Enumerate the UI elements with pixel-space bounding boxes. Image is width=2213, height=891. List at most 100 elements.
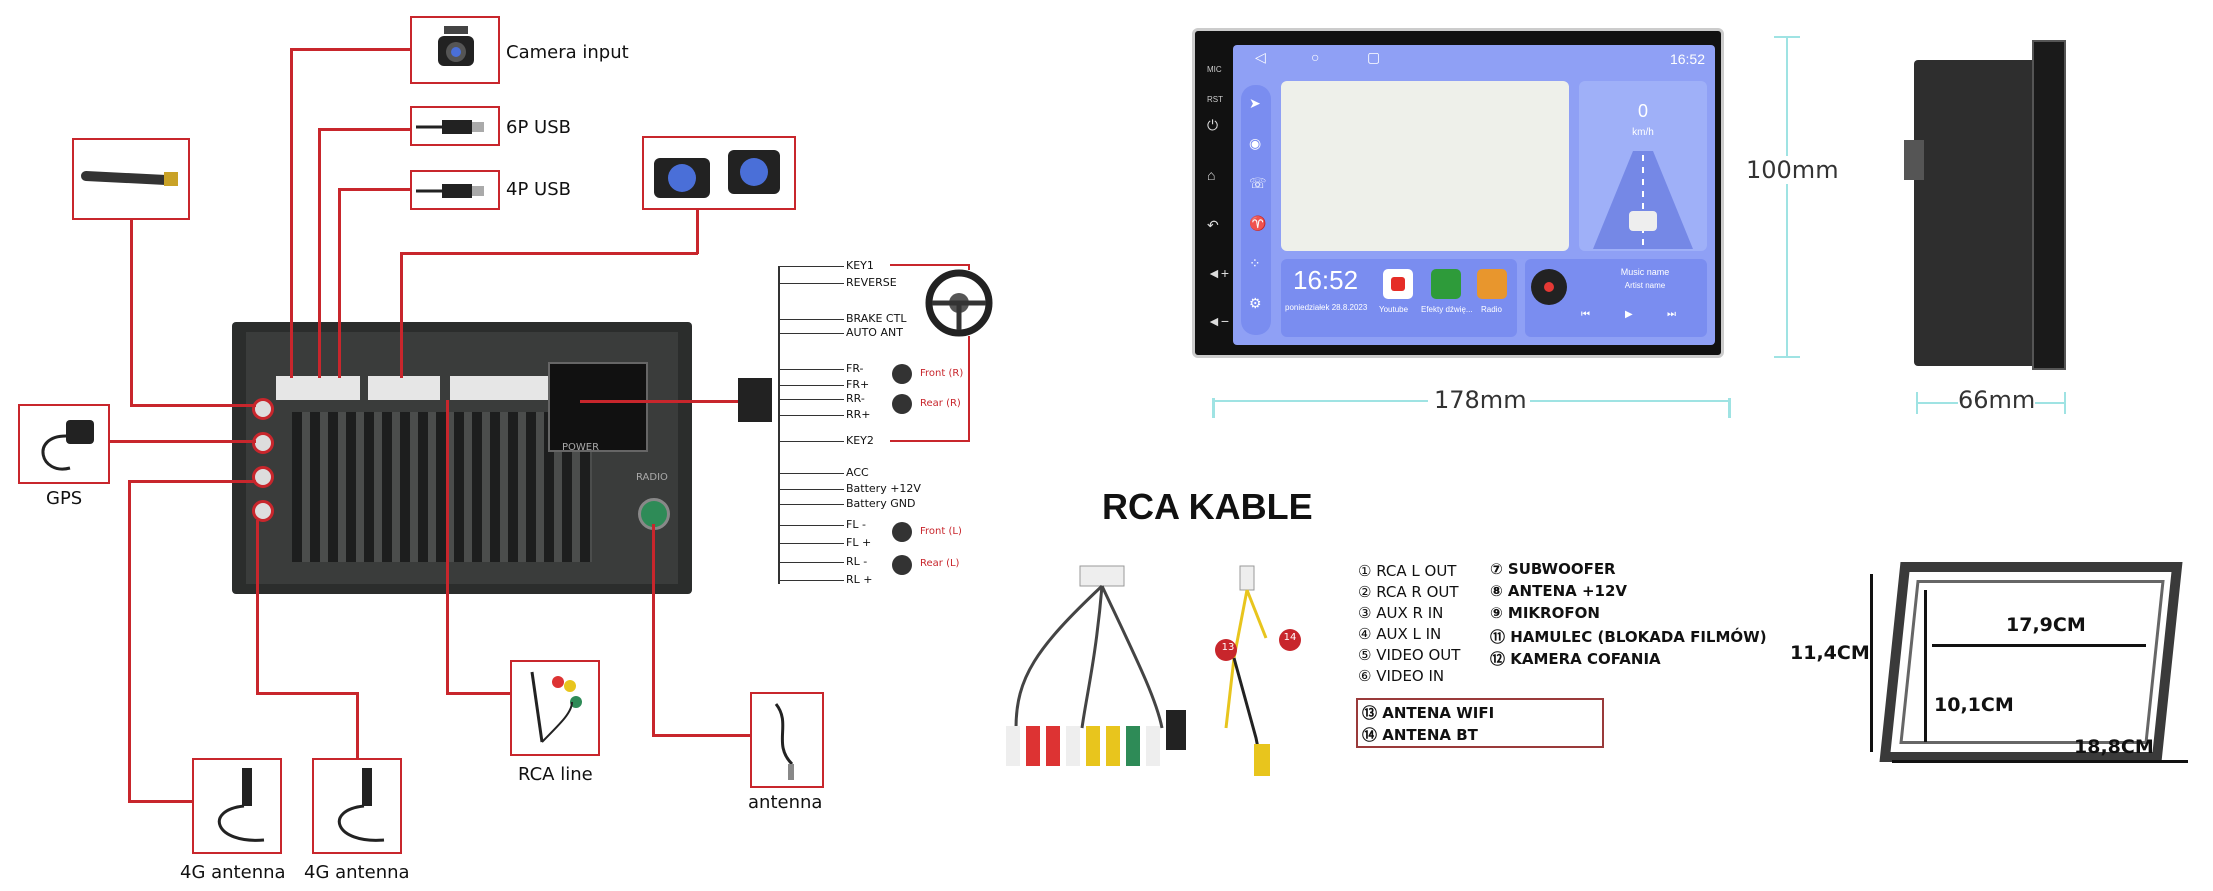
pin-brake: BRAKE CTL xyxy=(846,312,907,325)
camera-icon xyxy=(438,26,474,66)
gps-label: GPS xyxy=(46,488,83,509)
album-disc-icon xyxy=(1531,269,1567,305)
port-1 xyxy=(252,398,274,420)
youtube-app-icon[interactable] xyxy=(1383,269,1413,299)
usb4-box xyxy=(410,170,500,210)
speaker-icon xyxy=(892,555,912,575)
speaker-rear-l-label: Rear (L) xyxy=(920,558,960,569)
usb4-label: 4P USB xyxy=(506,179,571,200)
play-icon[interactable]: ▶ xyxy=(1625,309,1633,320)
usb-icon xyxy=(416,184,484,198)
4g-antenna-1-box xyxy=(192,758,282,854)
back-icon: ↶ xyxy=(1207,217,1219,233)
volume-up-icon: ◄+ xyxy=(1207,265,1230,281)
power-icon: ⏻ xyxy=(1207,117,1219,133)
speaker-icon xyxy=(892,364,912,384)
rst-label: RST xyxy=(1207,95,1223,104)
head-unit-back-panel: POWER RADIO xyxy=(232,322,692,594)
usb6-box xyxy=(410,106,500,146)
wiring-diagram: POWER RADIO Camera input 6P USB 4P USB G… xyxy=(0,0,1000,891)
rca-item-14: ⑭ ANTENA BT xyxy=(1362,726,1478,744)
prev-icon[interactable]: ⏮ xyxy=(1581,309,1590,320)
height-dimension: 100mm xyxy=(1746,156,1839,184)
speed-widget: 0 km/h xyxy=(1579,81,1707,251)
width-dimension: 178mm xyxy=(1434,386,1527,414)
pin-fr-minus: FR- xyxy=(846,362,864,375)
speed-value: 0 xyxy=(1637,101,1648,121)
antenna-icon xyxy=(774,703,794,780)
radio-label[interactable]: Radio xyxy=(1481,305,1502,314)
usb6-label: 6P USB xyxy=(506,117,571,138)
phone-icon[interactable]: ☏ xyxy=(1249,175,1267,191)
pin-acc: ACC xyxy=(846,466,869,479)
antenna-box xyxy=(750,692,824,788)
pin-auto-ant: AUTO ANT xyxy=(846,326,903,339)
port-3 xyxy=(252,466,274,488)
4g-antenna-1-label: 4G antenna xyxy=(180,862,286,883)
antenna-label: antenna xyxy=(748,792,823,813)
effects-label[interactable]: Efekty dźwię... xyxy=(1421,305,1473,314)
rca-item-3: ③ AUX R IN xyxy=(1358,604,1444,622)
pin-rl-minus: RL - xyxy=(846,555,868,568)
rca-line-label: RCA line xyxy=(518,764,593,785)
nav-recents-icon[interactable]: ▢ xyxy=(1367,49,1381,65)
vent-fins xyxy=(292,412,592,562)
harness-plug xyxy=(738,378,772,422)
cable-badge-14: 14 xyxy=(1283,632,1297,643)
settings-icon[interactable]: ⚙ xyxy=(1249,295,1262,311)
display: ◁ ○ ▢ 16:52 ➤ ◉ ☏ ♈ ⁘ ⚙ 0 km/h 16:52 pon… xyxy=(1233,45,1715,345)
device-side-view xyxy=(1904,40,2066,370)
effects-app-icon[interactable] xyxy=(1431,269,1461,299)
rca-line-box xyxy=(510,660,600,756)
nav-home-icon[interactable]: ○ xyxy=(1311,49,1320,65)
camera-input-box xyxy=(410,16,500,84)
volume-down-icon: ◄− xyxy=(1207,313,1230,329)
rear-cameras-box xyxy=(642,136,796,210)
pin-key2: KEY2 xyxy=(846,434,874,447)
speaker-icon xyxy=(892,394,912,414)
depth-dimension: 66mm xyxy=(1958,386,2036,414)
cable-badge-13: 13 xyxy=(1221,642,1235,653)
rca-item-1: ① RCA L OUT xyxy=(1358,562,1457,580)
pin-rl-plus: RL + xyxy=(846,573,873,586)
radio-app-icon[interactable] xyxy=(1477,269,1507,299)
rca-item-4: ④ AUX L IN xyxy=(1358,625,1442,643)
rca-item-9: ⑨ MIKROFON xyxy=(1490,604,1600,622)
artist-name: Artist name xyxy=(1624,281,1666,290)
frame-outer-height: 11,4CM xyxy=(1790,642,1870,664)
4g-antenna-2-label: 4G antenna xyxy=(304,862,410,883)
shirt-icon[interactable]: ♈ xyxy=(1249,215,1267,231)
map-widget[interactable] xyxy=(1281,81,1569,251)
home-icon: ⌂ xyxy=(1207,167,1216,183)
apps-icon[interactable]: ⁘ xyxy=(1249,255,1261,271)
frame-outer-width: 18,8CM xyxy=(2074,736,2154,758)
nav-back-icon[interactable]: ◁ xyxy=(1255,49,1266,65)
rca-item-6: ⑥ VIDEO IN xyxy=(1358,667,1445,685)
usb-icon xyxy=(416,120,484,134)
clock-date: poniedziałek 28.8.2023 xyxy=(1285,303,1368,312)
rca-item-2: ② RCA R OUT xyxy=(1358,583,1459,601)
4g-antenna-2-box xyxy=(312,758,402,854)
camera-input-label: Camera input xyxy=(506,42,629,63)
pin-battery12: Battery +12V xyxy=(846,482,921,495)
clock-widget: 16:52 poniedziałek 28.8.2023 Youtube Efe… xyxy=(1281,259,1517,337)
port-4 xyxy=(252,500,274,522)
status-time: 16:52 xyxy=(1669,51,1705,67)
rca-harness-illustration xyxy=(1006,565,1301,776)
pin-reverse: REVERSE xyxy=(846,276,897,289)
navigation-icon[interactable]: ➤ xyxy=(1249,95,1261,111)
speaker-front-l-label: Front (L) xyxy=(920,526,962,537)
camera-icon[interactable]: ◉ xyxy=(1249,135,1262,151)
youtube-label[interactable]: Youtube xyxy=(1379,305,1409,314)
pin-fl-plus: FL + xyxy=(846,536,872,549)
gps-antenna-icon xyxy=(41,420,94,471)
camera-icon xyxy=(654,150,780,198)
gsm-antenna-box xyxy=(72,138,190,220)
antenna-icon xyxy=(337,768,385,842)
music-widget: Music name Artist name ⏮ ▶ ⏭ xyxy=(1525,259,1707,337)
rca-item-11: ⑪ HAMULEC (BLOKADA FILMÓW) xyxy=(1490,628,1767,646)
music-name: Music name xyxy=(1620,267,1670,277)
antenna-icon xyxy=(217,768,265,842)
next-icon[interactable]: ⏭ xyxy=(1667,309,1676,320)
steering-wheel-icon xyxy=(925,269,993,337)
